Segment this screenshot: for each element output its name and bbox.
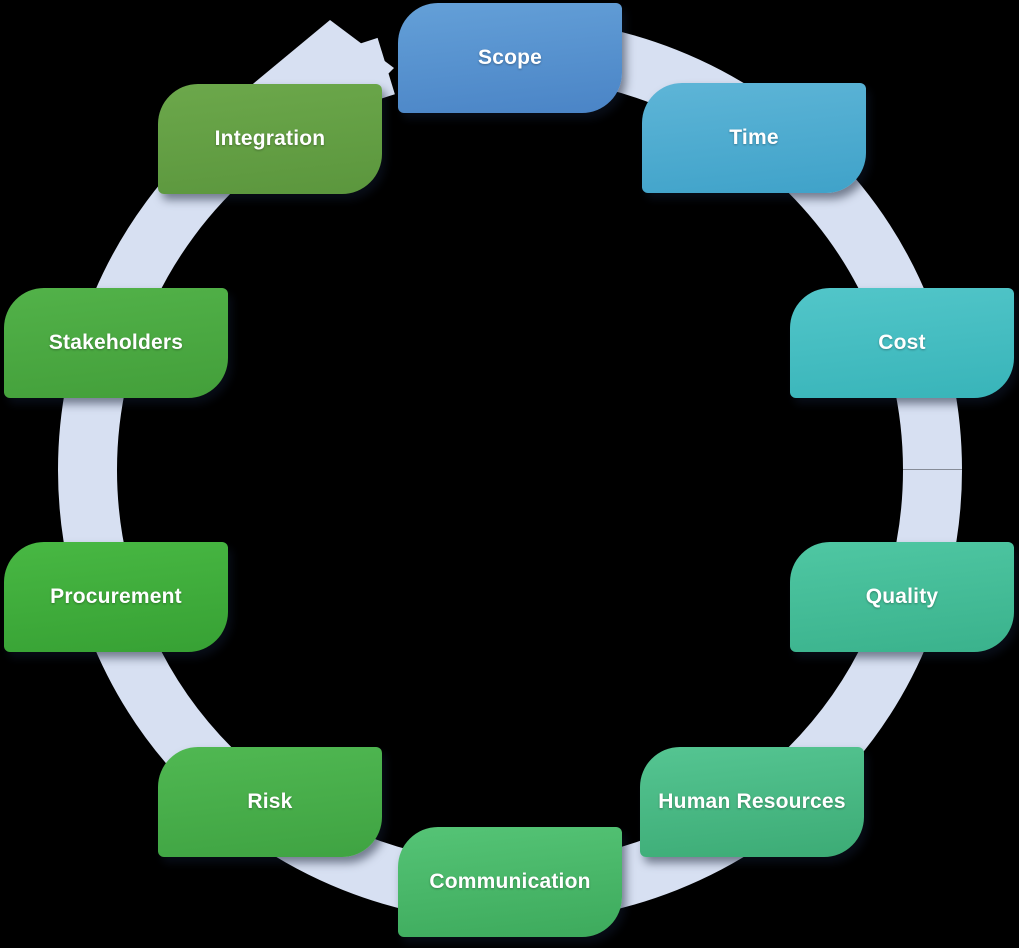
cycle-box-scope: Scope <box>398 3 622 113</box>
cycle-box-quality: Quality <box>790 542 1014 652</box>
cycle-box-label: Scope <box>477 46 543 69</box>
cycle-box-label: Stakeholders <box>48 331 184 354</box>
cycle-box-label: Time <box>729 126 779 149</box>
cycle-box-integration: Integration <box>158 84 382 194</box>
cycle-box-label: Procurement <box>50 585 182 608</box>
cycle-box-cost: Cost <box>790 288 1014 398</box>
cycle-box-communication: Communication <box>398 827 622 937</box>
cycle-box-time: Time <box>642 83 866 193</box>
cycle-box-label: Communication <box>429 870 591 893</box>
cycle-box-risk: Risk <box>158 747 382 857</box>
cycle-box-label: Risk <box>247 790 293 813</box>
cycle-box-label: Quality <box>865 585 939 608</box>
cycle-box-label: Human Resources <box>658 790 846 813</box>
cycle-box-label: Cost <box>878 331 926 354</box>
cycle-box-procurement: Procurement <box>4 542 228 652</box>
cycle-box-stakeholders: Stakeholders <box>4 288 228 398</box>
cycle-box-human-resources: Human Resources <box>640 747 864 857</box>
cycle-box-label: Integration <box>214 127 326 150</box>
